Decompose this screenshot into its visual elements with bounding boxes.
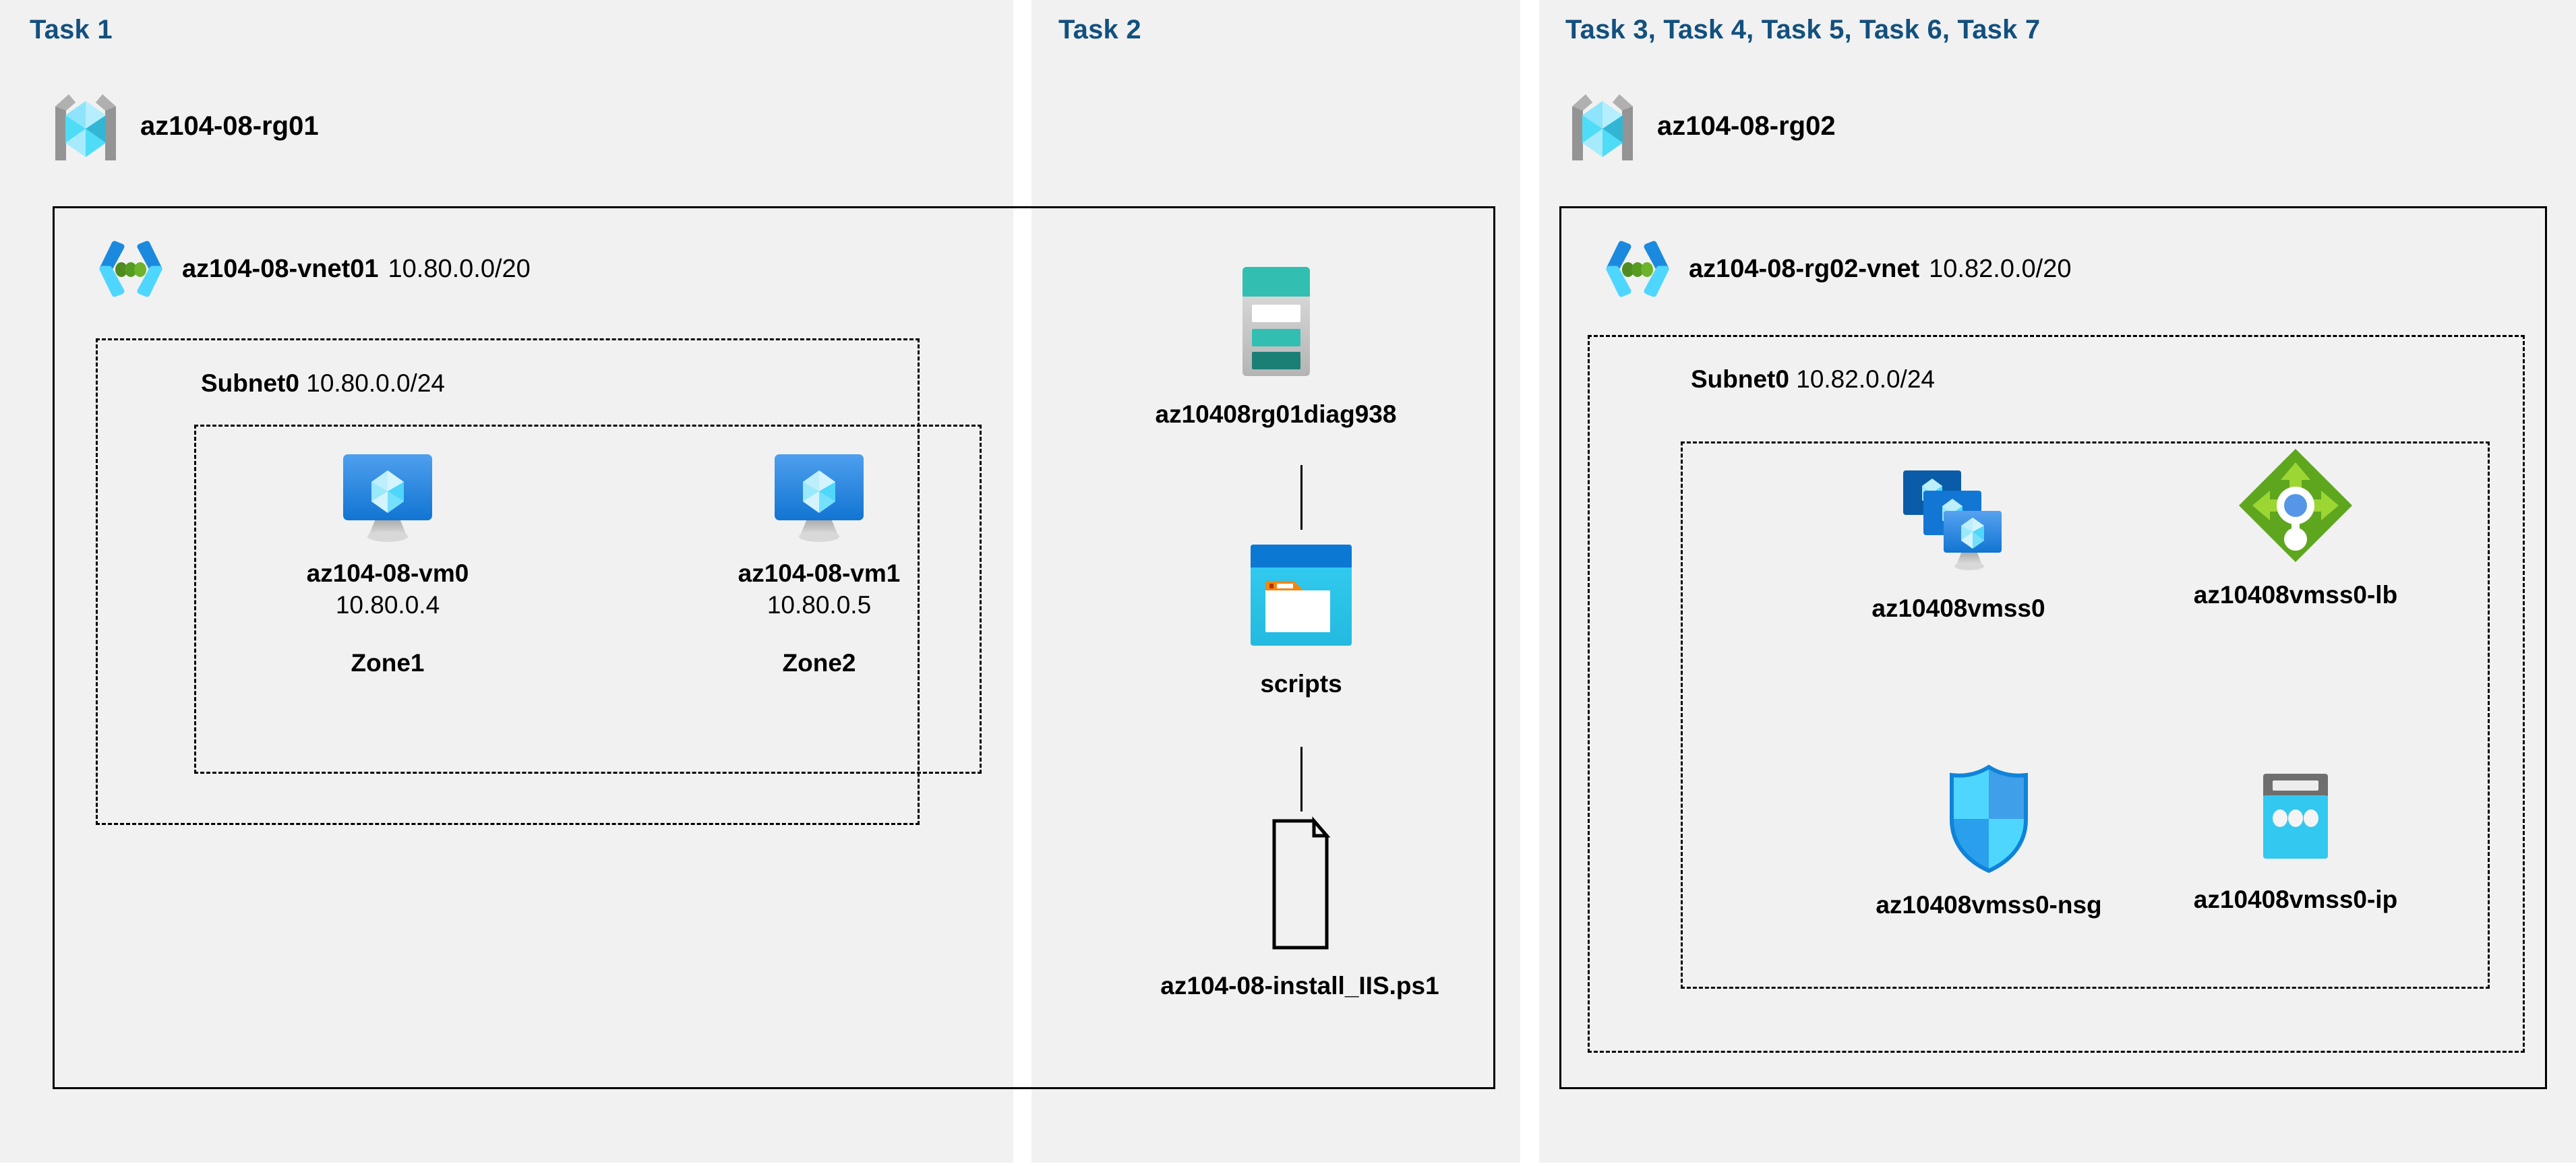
public-ip-address-icon bbox=[2245, 768, 2346, 871]
task3-subnet-name: Subnet0 bbox=[1691, 365, 1789, 393]
task1-subnet-name: Subnet0 bbox=[201, 369, 299, 397]
task3-vmss[interactable]: az10408vmss0 bbox=[1824, 465, 2093, 622]
network-security-group-icon bbox=[1938, 762, 2039, 876]
task2-title: Task 2 bbox=[1058, 15, 1141, 44]
task3-title: Task 3, Task 4, Task 5, Task 6, Task 7 bbox=[1565, 15, 2041, 44]
task1-vm0[interactable]: az104-08-vm0 10.80.0.4 Zone1 bbox=[270, 452, 506, 677]
panel-task3 bbox=[1539, 0, 2576, 1163]
task1-subnet-label: Subnet0 10.80.0.0/24 bbox=[201, 369, 445, 398]
panel-task1 bbox=[0, 0, 1013, 1163]
task3-subnet-box bbox=[1588, 335, 2525, 1053]
task3-subnet-cidr: 10.82.0.0/24 bbox=[1796, 365, 1935, 393]
task2-storage-account[interactable]: az10408rg01diag938 bbox=[1116, 263, 1436, 428]
storage-account-icon bbox=[1210, 263, 1342, 386]
task2-storage-name: az10408rg01diag938 bbox=[1155, 400, 1397, 428]
load-balancer-icon bbox=[2235, 445, 2356, 566]
task3-nsg-name: az10408vmss0-nsg bbox=[1876, 891, 2102, 919]
task1-vm0-zone: Zone1 bbox=[351, 649, 425, 677]
task3-vnet-name: az104-08-rg02-vnet bbox=[1689, 254, 1920, 283]
task1-resource-group[interactable]: az104-08-rg01 bbox=[49, 86, 319, 166]
task3-nsg[interactable]: az10408vmss0-nsg bbox=[1840, 762, 2137, 919]
virtual-machine-icon bbox=[334, 452, 442, 545]
task1-vnet-name: az104-08-vnet01 bbox=[182, 254, 379, 283]
virtual-machine-icon bbox=[765, 452, 873, 545]
task1-zone-box bbox=[194, 425, 982, 774]
task3-load-balancer[interactable]: az10408vmss0-lb bbox=[2151, 445, 2440, 609]
resource-group-icon bbox=[49, 86, 123, 166]
task3-vnet-header[interactable]: az104-08-rg02-vnet 10.82.0.0/20 bbox=[1601, 240, 2071, 298]
connector-container-to-file bbox=[1300, 747, 1302, 811]
task2-script-file[interactable]: az104-08-install_IIS.ps1 bbox=[1077, 816, 1522, 1000]
task3-rg-name: az104-08-rg02 bbox=[1657, 111, 1836, 141]
task1-vm0-name: az104-08-vm0 bbox=[306, 559, 469, 587]
task3-lb-name: az10408vmss0-lb bbox=[2193, 581, 2398, 609]
task1-vnet-box bbox=[53, 206, 1495, 1089]
task1-vnet-cidr: 10.80.0.0/20 bbox=[388, 254, 531, 283]
task3-resource-box bbox=[1681, 441, 2490, 989]
task1-title: Task 1 bbox=[30, 15, 113, 44]
task3-resource-group[interactable]: az104-08-rg02 bbox=[1565, 86, 1836, 166]
task1-vm1-ip: 10.80.0.5 bbox=[767, 591, 872, 619]
task1-vm1-name: az104-08-vm1 bbox=[738, 559, 901, 587]
task2-file-name: az104-08-install_IIS.ps1 bbox=[1160, 972, 1439, 1000]
task1-vm0-ip: 10.80.0.4 bbox=[335, 591, 440, 619]
task2-container-name: scripts bbox=[1260, 670, 1342, 698]
task3-vmss-name: az10408vmss0 bbox=[1871, 594, 2045, 622]
connector-storage-to-container bbox=[1300, 465, 1302, 530]
document-icon bbox=[1256, 816, 1344, 957]
task1-vnet-header[interactable]: az104-08-vnet01 10.80.0.0/20 bbox=[94, 240, 531, 298]
task2-blob-container[interactable]: scripts bbox=[1173, 539, 1429, 698]
blob-container-icon bbox=[1240, 539, 1362, 655]
virtual-network-icon bbox=[1601, 240, 1674, 298]
virtual-network-icon bbox=[94, 240, 167, 298]
task3-pip-name: az10408vmss0-ip bbox=[2193, 886, 2398, 913]
task3-vnet-box bbox=[1559, 206, 2547, 1089]
task1-rg-name: az104-08-rg01 bbox=[140, 111, 319, 141]
task3-public-ip[interactable]: az10408vmss0-ip bbox=[2157, 768, 2434, 913]
task1-subnet-cidr: 10.80.0.0/24 bbox=[306, 369, 445, 397]
resource-group-icon bbox=[1565, 86, 1640, 166]
task1-vm1-zone: Zone2 bbox=[782, 649, 856, 677]
task3-vnet-cidr: 10.82.0.0/20 bbox=[1929, 254, 2072, 283]
task3-subnet-label: Subnet0 10.82.0.0/24 bbox=[1691, 365, 1935, 394]
vm-scale-set-icon bbox=[1891, 465, 2026, 580]
task1-subnet-box bbox=[96, 338, 920, 825]
task1-vm1[interactable]: az104-08-vm1 10.80.0.5 Zone2 bbox=[701, 452, 937, 677]
